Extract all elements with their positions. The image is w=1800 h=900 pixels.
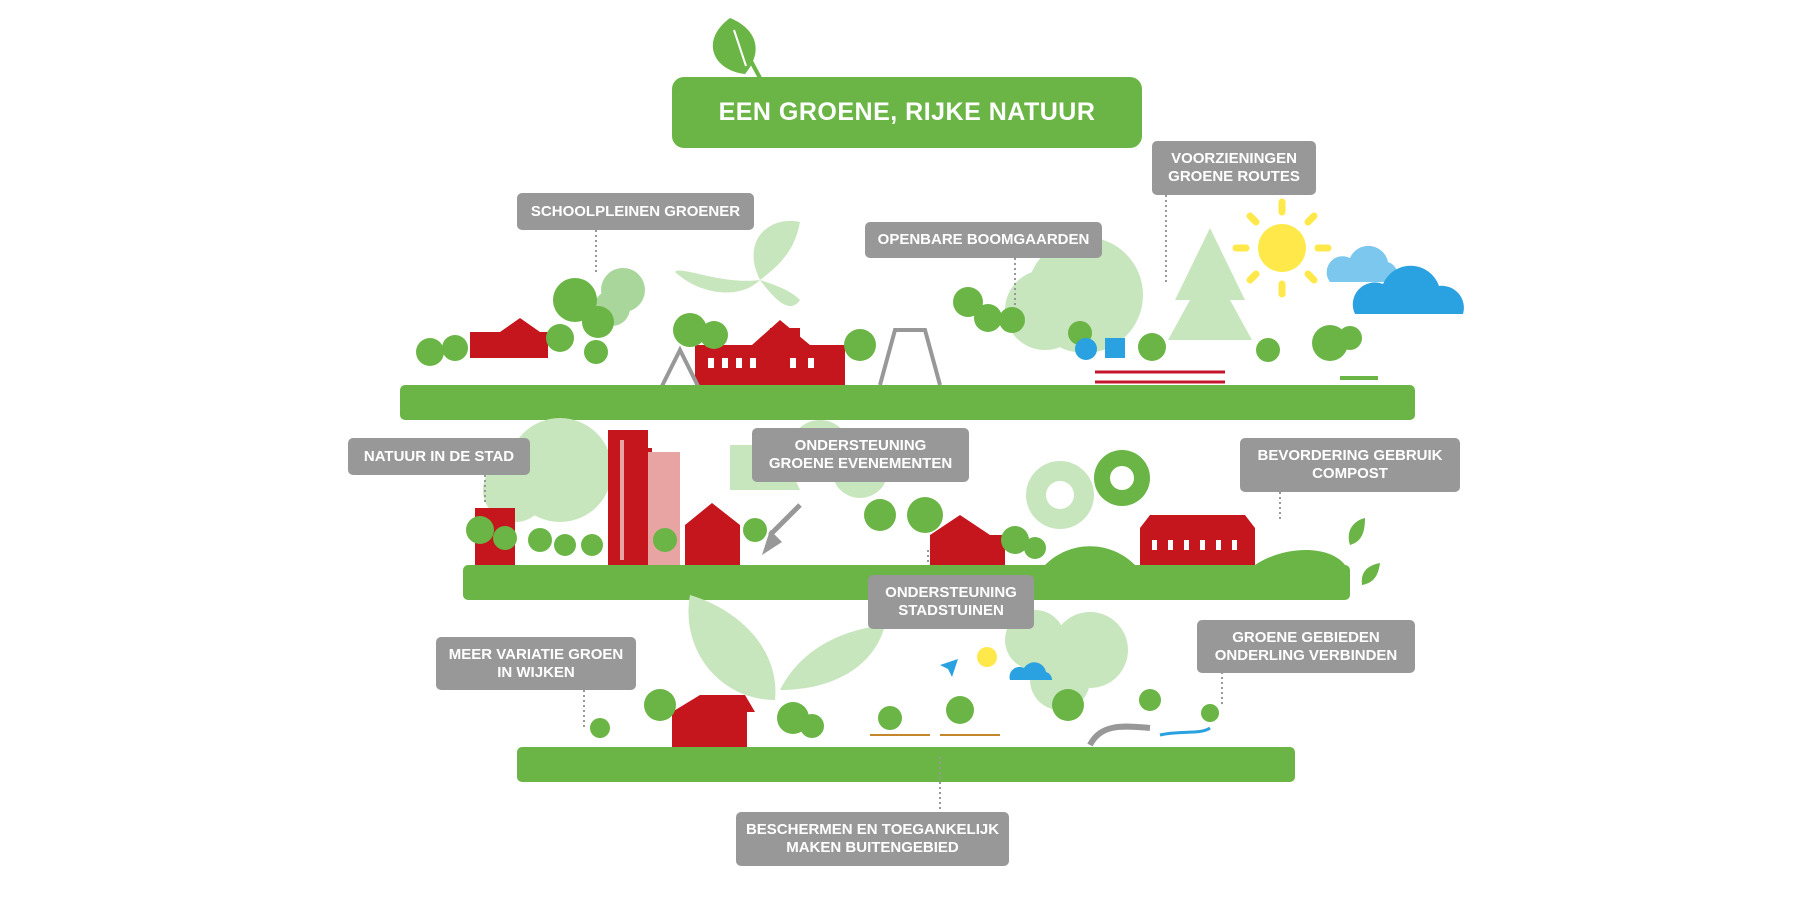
label-natuur-in-de-stad: NATUUR IN DE STAD (348, 438, 530, 475)
ground-layer-3 (517, 747, 1295, 782)
title-banner: EEN GROENE, RIJKE NATUUR (672, 77, 1142, 148)
label-variatie: MEER VARIATIE GROEN IN WIJKEN (436, 637, 636, 690)
label-compost: BEVORDERING GEBRUIK COMPOST (1240, 438, 1460, 492)
sun-icon (1232, 198, 1332, 298)
label-evenementen: ONDERSTEUNING GROENE EVENEMENTEN (752, 428, 969, 482)
bird-icon (940, 659, 958, 677)
page-title: EEN GROENE, RIJKE NATUUR (718, 98, 1096, 126)
leaf-icon (712, 18, 762, 79)
layer-3-scenery (590, 595, 1219, 747)
cloud-icon (1326, 245, 1464, 314)
label-schoolpleinen: SCHOOLPLEINEN GROENER (517, 193, 754, 230)
label-buitengebied: BESCHERMEN EN TOEGANKELIJK MAKEN BUITENG… (736, 812, 1009, 866)
ground-layer-1 (400, 385, 1415, 420)
layer-1-scenery (416, 220, 1378, 391)
label-verbinden: GROENE GEBIEDEN ONDERLING VERBINDEN (1197, 620, 1415, 673)
label-voorzieningen: VOORZIENINGEN GROENE ROUTES (1152, 141, 1316, 195)
leader-lines (484, 195, 1281, 810)
label-boomgaarden: OPENBARE BOOMGAARDEN (865, 222, 1102, 258)
label-stadstuinen: ONDERSTEUNING STADSTUINEN (868, 575, 1034, 629)
